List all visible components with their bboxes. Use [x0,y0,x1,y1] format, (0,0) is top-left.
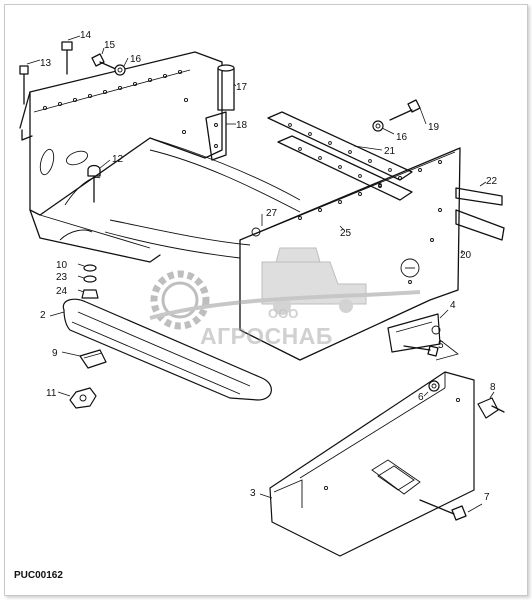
watermark-line1: ООО [268,306,298,321]
callout-16-right: 16 [396,132,408,143]
callout-13: 13 [40,58,52,69]
strip-20 [455,209,505,241]
spacer-tube-17 [217,64,235,111]
drawing-code: PUC00162 [14,570,63,581]
bolt-13 [19,65,29,105]
pin-27 [251,227,261,237]
bolt-19 [389,99,421,121]
callout-9: 9 [52,348,58,359]
callout-12: 12 [112,154,124,165]
clip-9 [79,349,107,369]
fastener-8 [477,397,505,419]
bolt-15 [91,53,119,71]
callout-8: 8 [490,382,496,393]
strip-22 [455,187,503,206]
watermark-line2: АГРОСНАБ [200,323,333,349]
strip-21 [267,111,413,181]
callout-21: 21 [384,146,396,157]
bolt-12 [87,164,101,203]
nut-16-upper [114,64,126,76]
strip-upper [277,135,413,201]
nut-11 [69,387,97,409]
callout-23: 23 [56,272,68,283]
leader-lines [26,35,495,513]
frame-holes [42,69,189,135]
bracket-4 [387,313,441,353]
callout-16: 16 [130,54,142,65]
nut-16-right [372,120,384,132]
callouts: 13 14 15 16 17 18 12 19 16 21 22 20 25 2… [40,30,498,503]
callout-27: 27 [266,208,278,219]
callout-2: 2 [40,310,46,321]
gear-icon [150,270,210,330]
callout-6: 6 [418,392,424,403]
callout-25: 25 [340,228,352,239]
washer-23 [83,275,97,283]
main-frame [19,51,461,361]
callout-7: 7 [484,492,490,503]
callout-22: 22 [486,176,498,187]
callout-24: 24 [56,286,68,297]
bolt-14 [61,41,73,75]
callout-19: 19 [428,122,440,133]
bolt-5 [403,345,439,357]
callout-14: 14 [80,30,92,41]
washer-10 [83,264,97,272]
callout-11: 11 [46,388,57,399]
skid-2 [62,298,272,401]
callout-3: 3 [250,488,256,499]
callout-17: 17 [236,82,248,93]
nut-6 [428,380,440,392]
bolt-7 [419,499,467,521]
callout-20: 20 [460,250,472,261]
upright-bracket-18 [205,111,227,161]
callout-15: 15 [104,40,116,51]
callout-18: 18 [236,120,248,131]
callout-4: 4 [450,300,456,311]
callout-10: 10 [56,260,68,271]
watermark-logo: ООО АГРОСНАБ [149,247,421,349]
callout-5: 5 [438,340,444,351]
nut-24 [81,289,99,299]
harvester-icon [261,247,367,315]
cover-3 [269,371,475,557]
